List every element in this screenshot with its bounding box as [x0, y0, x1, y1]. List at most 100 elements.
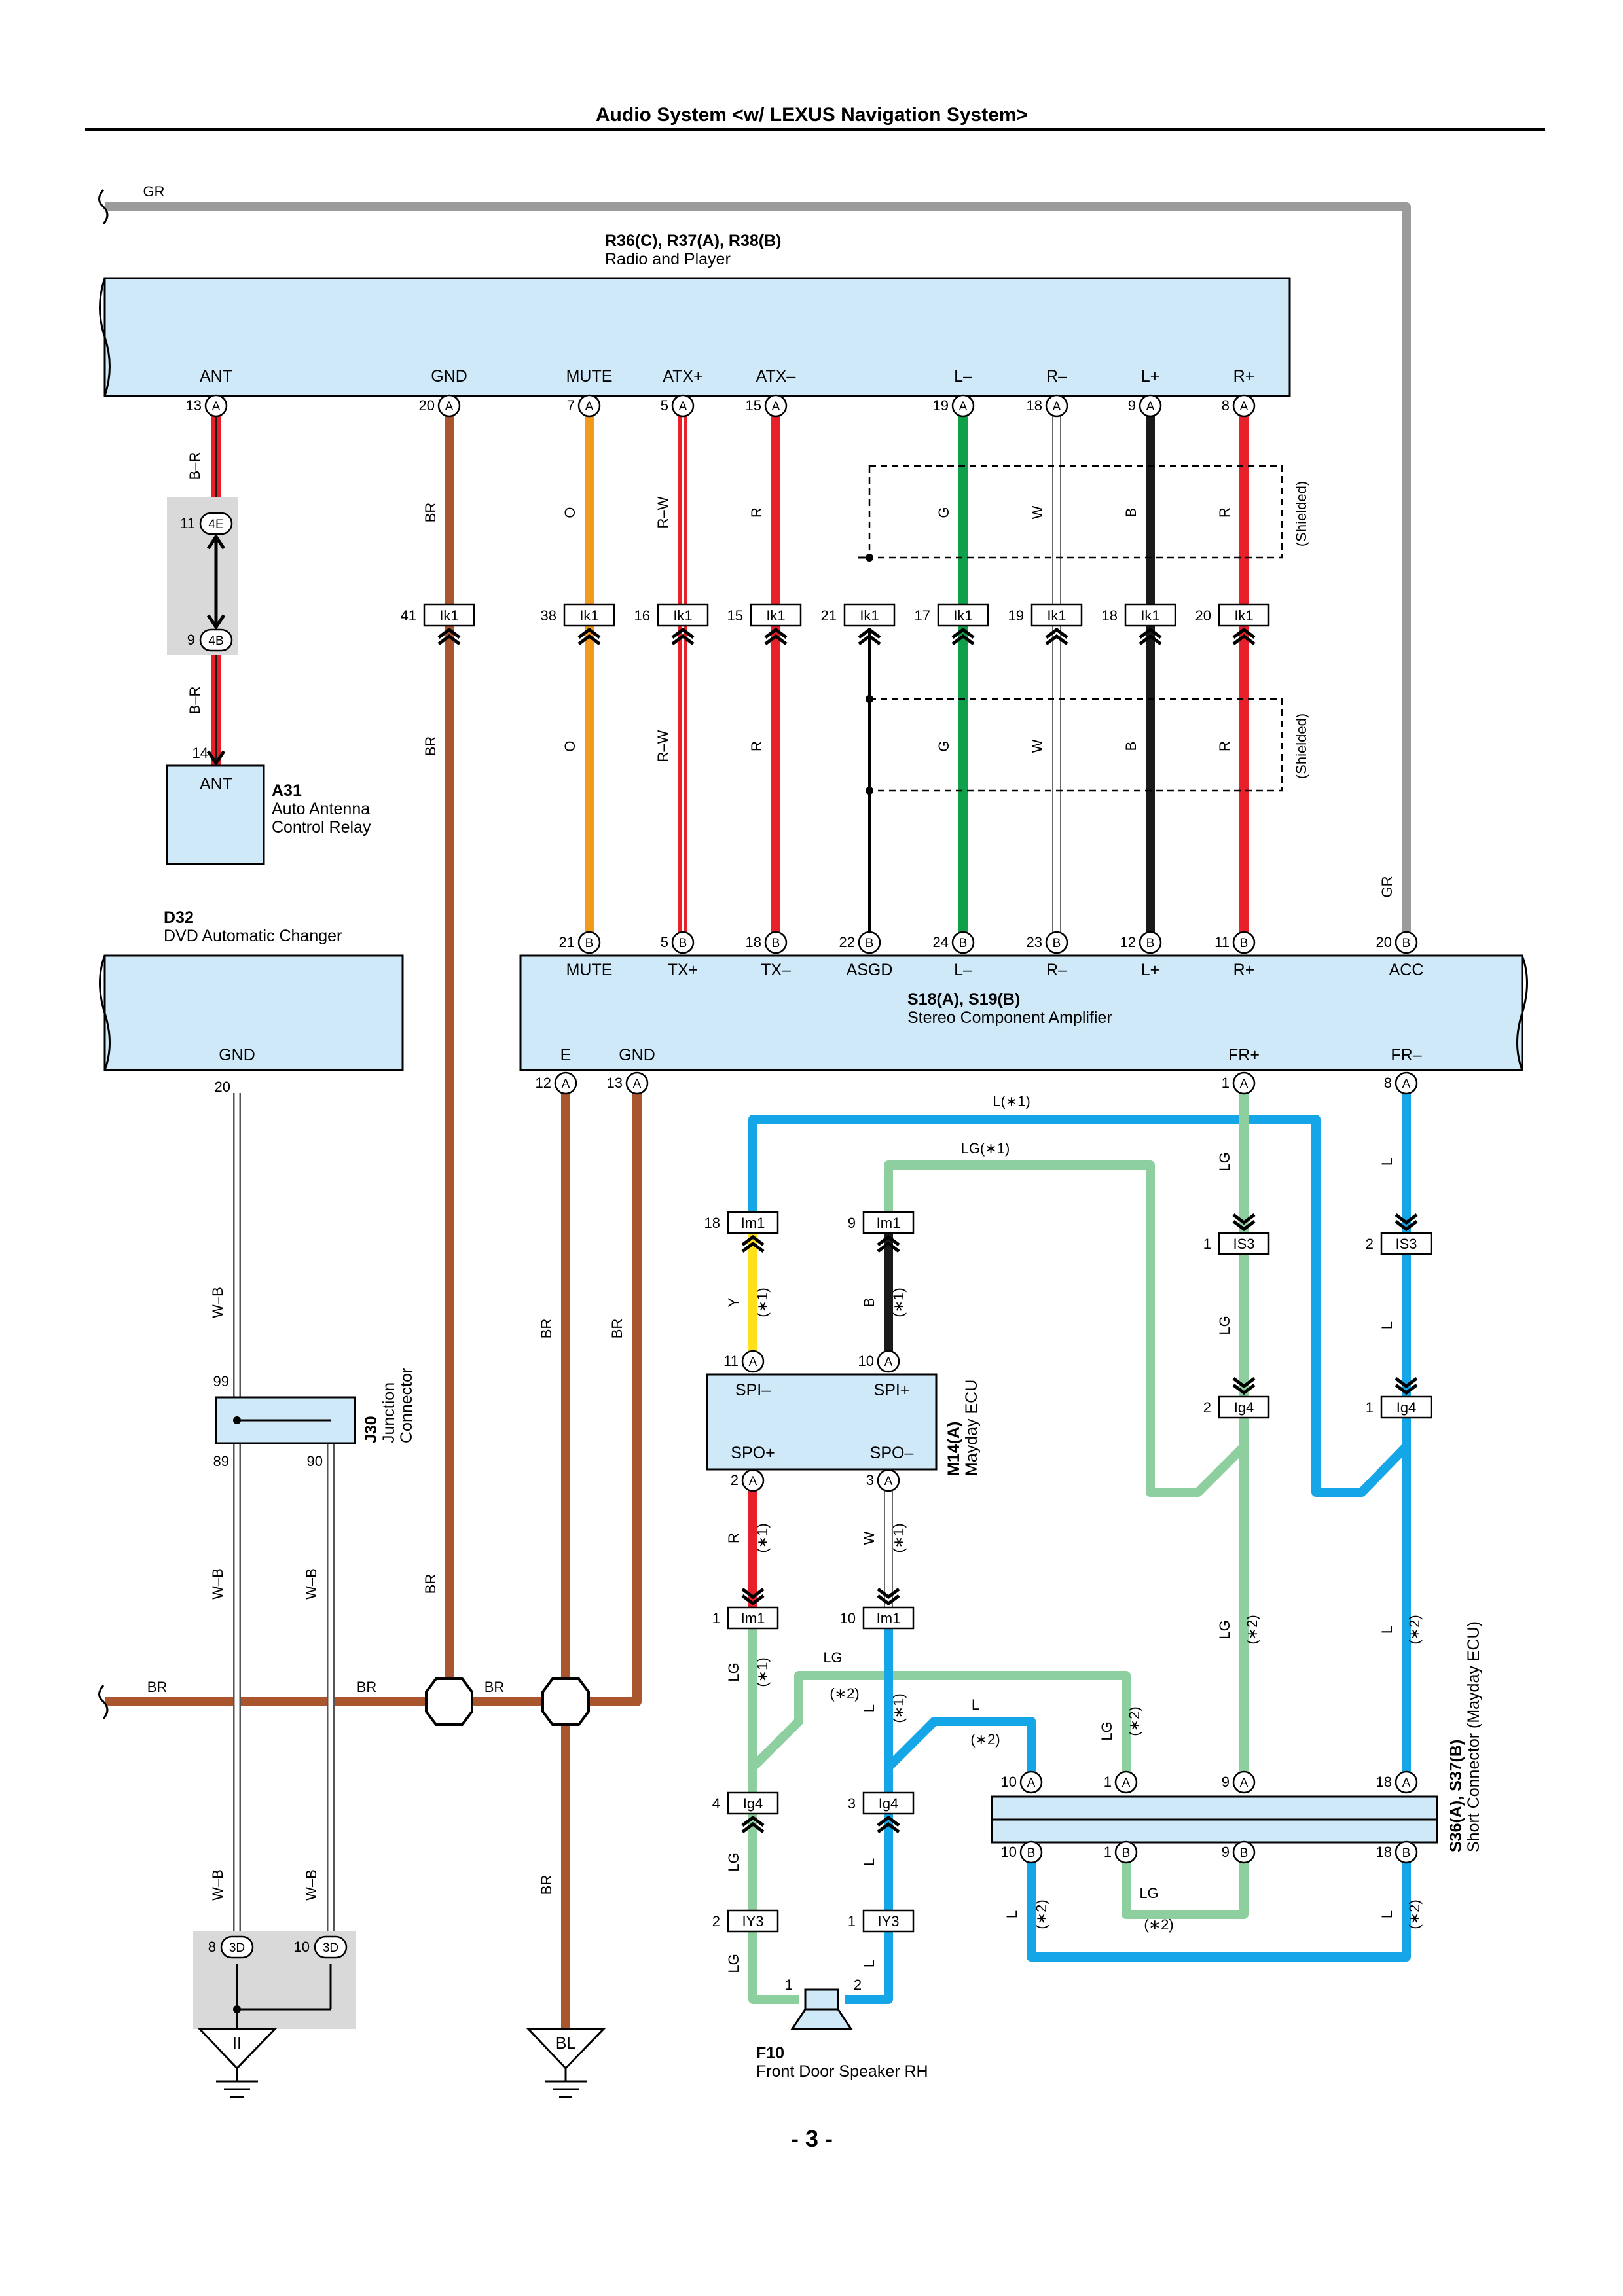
chevron-icon [577, 627, 601, 645]
pin-circle [1232, 1840, 1256, 1864]
wire-label-b: B [1123, 742, 1139, 751]
inline-connector-pin: 15 [727, 607, 743, 624]
pin-number: 18 [1376, 1844, 1392, 1860]
pin-number: 8 [1384, 1075, 1392, 1091]
wire-label-l_s1: L(∗1) [993, 1093, 1030, 1109]
pin-12: B22 [839, 931, 881, 954]
wire-label-b_r: B–R [187, 687, 203, 715]
wire-label-l: L [972, 1696, 979, 1713]
pin-circle [1045, 931, 1068, 954]
pin-letter: A [884, 1475, 893, 1488]
wire-note-s2: (∗2) [1144, 1916, 1173, 1933]
pin-33: B 18 [1376, 1840, 1418, 1864]
antenna-relay-name2: Control Relay [272, 818, 371, 836]
inline-connector-code: IS3 [1395, 1236, 1417, 1252]
pin-number: 1 [1222, 1075, 1230, 1091]
wire-l-speaker [845, 1767, 893, 2004]
inline-connector-body [1380, 1395, 1432, 1419]
pin-24: A2 [731, 1469, 765, 1492]
pin-13: B24 [933, 931, 975, 954]
round-connector-pin: 9 [187, 632, 195, 648]
inline-connector-pin: 21 [821, 607, 837, 624]
speaker-code: F10 [756, 2044, 784, 2062]
round-connector-1: 4B 9 [187, 628, 233, 652]
dvd-cut [99, 955, 111, 1071]
pin-letter: A [884, 1355, 893, 1369]
pin-5: A19 [933, 394, 975, 418]
pin-circle [625, 1071, 649, 1095]
radio-pin-atxp: ATX+ [663, 367, 702, 386]
pin-circle [764, 931, 788, 954]
inline-connector-pin: 16 [634, 607, 650, 624]
inline-connector-pin: 18 [704, 1215, 720, 1231]
round-connector-pin: 10 [294, 1939, 310, 1955]
pin-10: B5 [661, 931, 695, 954]
wire-label-lg: LG [823, 1649, 842, 1666]
pin-number: 22 [839, 934, 855, 950]
round-connector-code: 4B [208, 634, 223, 648]
pin-letter: A [1402, 1776, 1411, 1790]
wire-label-r: R [1216, 741, 1233, 751]
pin-number: 21 [559, 934, 575, 950]
pin-number: 3 [866, 1472, 874, 1488]
wire-label-lg: LG [725, 1954, 742, 1973]
wire-label-gr: GR [143, 183, 165, 200]
wire-label-y: Y [725, 1297, 742, 1307]
chevron-icon [1232, 1213, 1256, 1232]
inline-connector-pin: 1 [848, 1913, 856, 1929]
pin-letter: B [1402, 937, 1411, 950]
pin-circle [877, 1469, 900, 1492]
wire-note-s1: (∗1) [754, 1657, 771, 1687]
amp-pin-txp: TX+ [668, 961, 699, 979]
pin-number: 12 [536, 1075, 551, 1091]
speaker-pin-1: 1 [785, 1977, 793, 1993]
chevron-icon [764, 627, 788, 645]
wire-label-b_r: B–R [187, 452, 203, 480]
chevron-icon [951, 627, 975, 645]
pin-letter: A [633, 1077, 642, 1091]
wire-label-l: L [1004, 1910, 1020, 1918]
wire-label-l: L [861, 1704, 877, 1712]
inline-connector-code: Ig4 [743, 1795, 763, 1812]
pin-letter: B [1240, 937, 1249, 950]
wire-note-s2: (∗2) [1244, 1615, 1260, 1644]
inline-connector-code: Ik1 [1234, 607, 1253, 624]
inline-connector-code: Im1 [877, 1610, 901, 1626]
wire-l-short-b [1027, 1852, 1411, 1962]
pin-circle [1395, 931, 1418, 954]
splice-br-2 [541, 1677, 590, 1726]
pin-letter: B [1402, 1846, 1411, 1860]
pin-number: 12 [1120, 934, 1136, 950]
amp-pin-acc: ACC [1389, 961, 1424, 979]
ground-ii-bus [236, 1964, 332, 2029]
pin-circle [741, 1350, 765, 1373]
wire-note-s2: (∗2) [830, 1685, 859, 1702]
wire-note-s2: (∗2) [1126, 1706, 1142, 1736]
inline-connector-body [727, 1791, 779, 1815]
inline-connector-body [862, 1909, 915, 1933]
inline-connector-body [563, 603, 615, 627]
pin-circle [1019, 1840, 1043, 1864]
inline-connector-code: Im1 [877, 1215, 901, 1231]
wire-label-l: L [861, 1858, 877, 1866]
round-connector-code: 4E [208, 518, 223, 531]
wire-label-wb: W–B [303, 1568, 319, 1600]
amp-pin-lm: L– [954, 961, 972, 979]
radio-body [103, 277, 1291, 397]
inline-connector-code: Ik1 [1047, 607, 1066, 624]
inline-connector-body [1218, 603, 1270, 627]
pin-29: A18 [1376, 1770, 1418, 1794]
chevron-icon [858, 627, 881, 645]
inline-connector-body [862, 1606, 915, 1630]
antenna-relay-pin: ANT [200, 775, 232, 793]
chevron-icon [741, 1588, 765, 1606]
inline-connector-body [1030, 603, 1083, 627]
double-arrow-icon [206, 533, 226, 630]
pin-22: A11 [723, 1350, 765, 1373]
wire-label-g: G [936, 507, 952, 518]
pin-number: 11 [723, 1353, 739, 1369]
pin-letter: A [1240, 1077, 1249, 1091]
